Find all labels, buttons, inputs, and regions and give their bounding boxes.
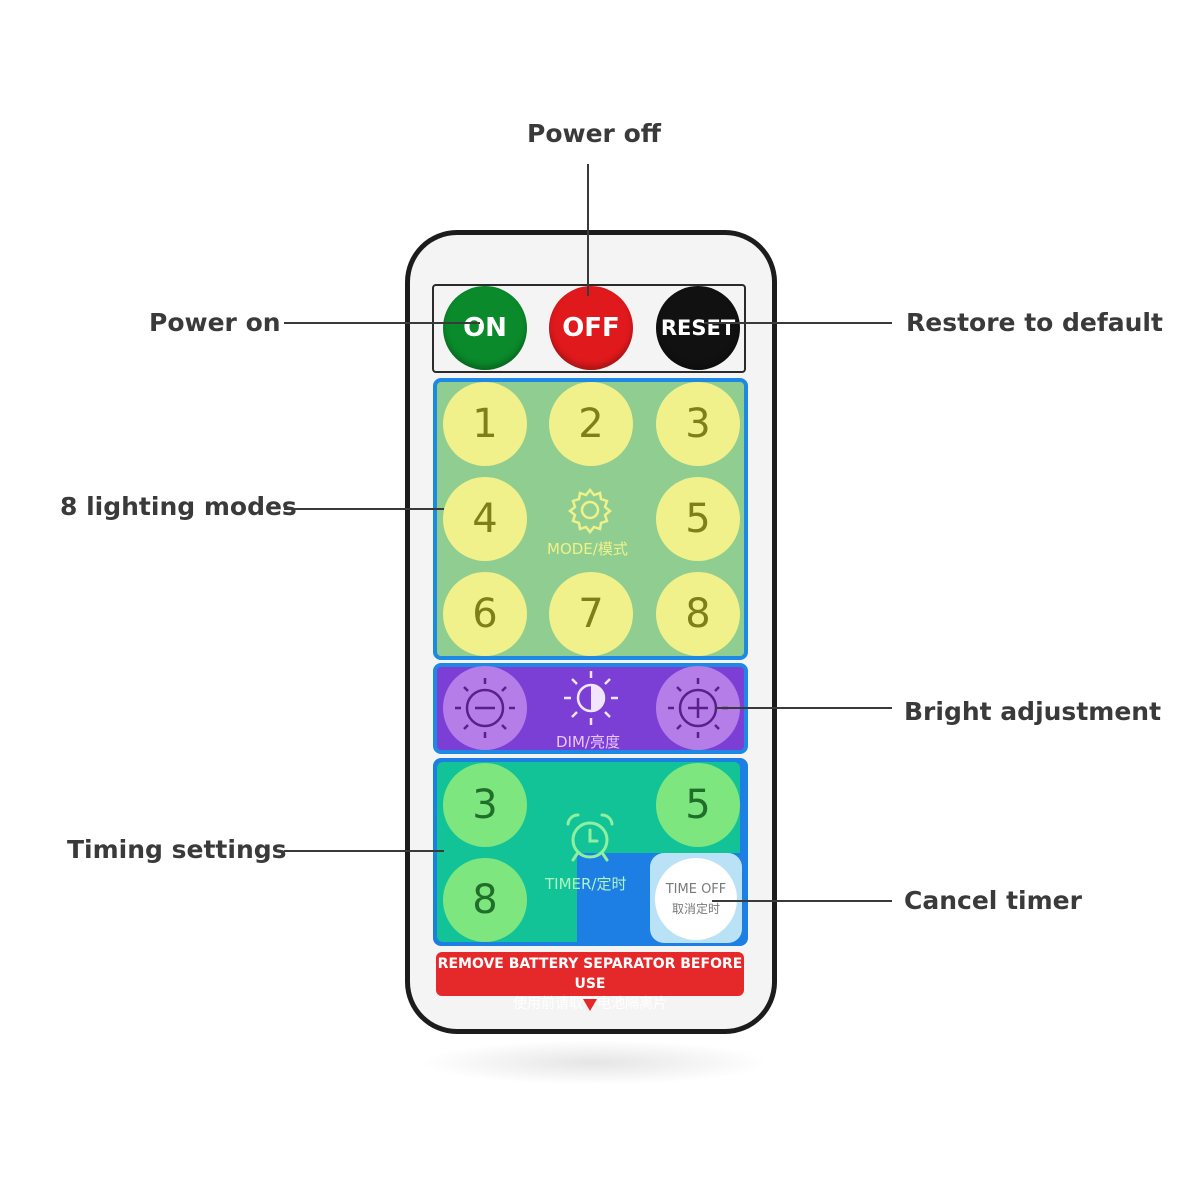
mode-3-label: 3 [685, 401, 711, 447]
timer-8-button[interactable]: 8 [443, 858, 527, 942]
mode-4-button[interactable]: 4 [443, 477, 527, 561]
off-button[interactable]: OFF [549, 286, 633, 370]
dim-label: DIM/亮度 [556, 733, 620, 751]
timer-5-button[interactable]: 5 [656, 763, 740, 847]
cancel-timer-callout: Cancel timer [904, 886, 1082, 915]
lighting-modes-callout: 8 lighting modes [60, 492, 297, 521]
mode-6-button[interactable]: 6 [443, 572, 527, 656]
power-on-leader [284, 322, 480, 324]
mode-6-label: 6 [472, 591, 498, 637]
mode-2-button[interactable]: 2 [549, 382, 633, 466]
reset-button[interactable]: RESET [656, 286, 740, 370]
off-button-label: OFF [562, 313, 620, 343]
mode-8-button[interactable]: 8 [656, 572, 740, 656]
brightness-minus-icon [455, 678, 515, 738]
time-off-cn-label: 取消定时 [671, 901, 720, 916]
alarm-clock-icon [566, 813, 614, 862]
on-button[interactable]: ON [443, 286, 527, 370]
timer-8-label: 8 [472, 877, 498, 923]
timing-leader [284, 850, 444, 852]
cancel-leader [712, 900, 892, 902]
mode-8-label: 8 [685, 591, 711, 637]
battery-warning-strip: REMOVE BATTERY SEPARATOR BEFORE USE 使用前请… [436, 952, 744, 1012]
time-off-button[interactable]: TIME OFF 取消定时 [655, 858, 737, 940]
restore-default-callout: Restore to default [906, 308, 1163, 337]
dim-down-button[interactable] [443, 666, 527, 750]
mode-5-label: 5 [685, 496, 711, 542]
mode-7-label: 7 [578, 591, 604, 637]
modes-leader [284, 508, 444, 510]
power-button-frame [432, 284, 746, 373]
mode-2-label: 2 [578, 401, 604, 447]
timer-label: TIMER/定时 [545, 875, 627, 893]
timer-5-label: 5 [685, 782, 711, 828]
restore-leader [704, 322, 892, 324]
timing-settings-callout: Timing settings [67, 835, 287, 864]
battery-warning-en: REMOVE BATTERY SEPARATOR BEFORE USE [437, 956, 743, 992]
mode-5-button[interactable]: 5 [656, 477, 740, 561]
mode-label: MODE/模式 [547, 540, 628, 558]
bright-adjustment-callout: Bright adjustment [904, 697, 1162, 726]
on-button-label: ON [463, 313, 507, 343]
gear-icon [567, 487, 613, 535]
timer-3-label: 3 [472, 782, 498, 828]
mode-1-button[interactable]: 1 [443, 382, 527, 466]
power-off-leader [587, 164, 589, 296]
remote-shadow [420, 1040, 770, 1085]
reset-button-label: RESET [660, 316, 736, 340]
bright-leader [716, 707, 892, 709]
mode-4-label: 4 [472, 496, 498, 542]
mode-1-label: 1 [472, 401, 498, 447]
time-off-label: TIME OFF [665, 881, 727, 897]
timer-3-button[interactable]: 3 [443, 763, 527, 847]
power-on-callout: Power on [149, 308, 281, 337]
power-off-callout: Power off [527, 119, 662, 148]
brightness-plus-icon [668, 678, 728, 738]
mode-7-button[interactable]: 7 [549, 572, 633, 656]
mode-3-button[interactable]: 3 [656, 382, 740, 466]
brightness-icon [564, 671, 618, 725]
arrow-down-icon [583, 999, 597, 1011]
